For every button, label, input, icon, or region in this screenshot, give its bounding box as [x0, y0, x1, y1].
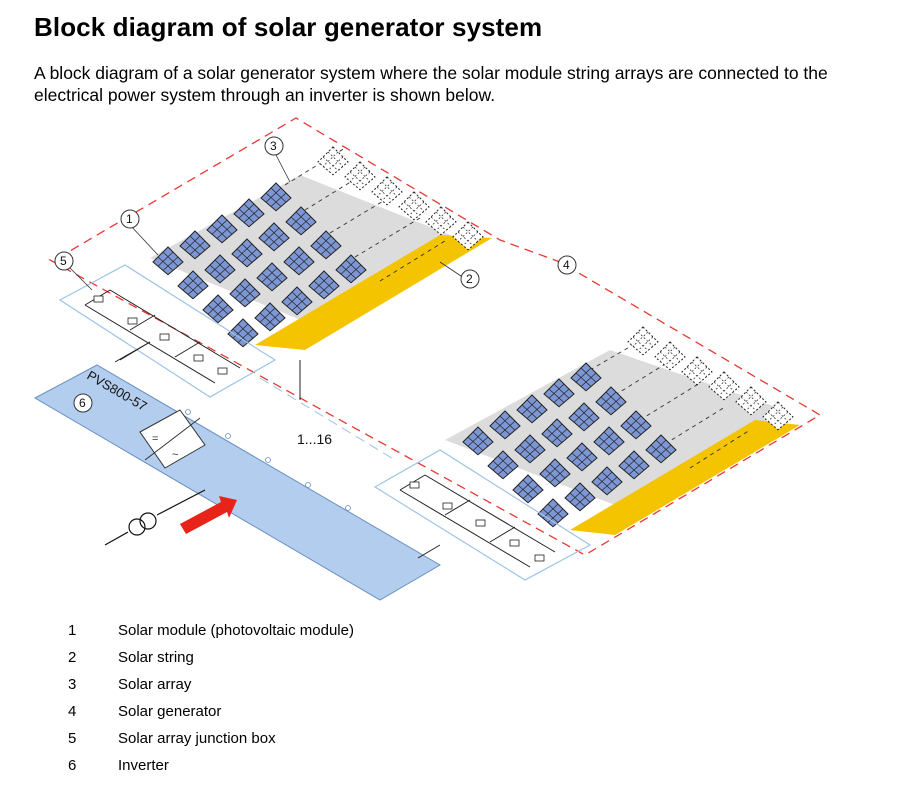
svg-text:3: 3	[270, 139, 277, 153]
solar-array-top	[150, 146, 492, 350]
solar-module-placeholder	[654, 341, 686, 371]
svg-text:1: 1	[126, 212, 133, 226]
solar-generator-outline	[48, 117, 822, 556]
callout-3	[264, 136, 284, 156]
solar-array-bottom	[445, 326, 800, 535]
solar-array-plane	[445, 350, 785, 505]
callout-1	[120, 209, 140, 229]
callout-6	[73, 393, 93, 413]
solar-module-placeholder	[398, 191, 430, 221]
callouts: 1 2 3 4 5 6	[54, 136, 577, 413]
array-count-label: 1...16	[297, 431, 332, 447]
solar-module	[202, 294, 234, 324]
solar-module-placeholder	[681, 356, 713, 386]
solar-module-placeholder	[344, 161, 376, 191]
solar-module-placeholder	[452, 221, 484, 251]
callout-2	[460, 269, 480, 289]
svg-text:~: ~	[172, 449, 178, 461]
solar-module-placeholder	[627, 326, 659, 356]
array-connection-dash	[259, 377, 396, 461]
solar-module-placeholder	[762, 401, 794, 431]
solar-module-placeholder	[317, 146, 349, 176]
svg-text:4: 4	[563, 258, 570, 272]
solar-generator-diagram: = ~ PVS800-57 1...16 1	[33, 117, 822, 601]
solar-module	[537, 498, 569, 528]
solar-array-plane	[150, 175, 475, 330]
intro-text: A block diagram of a solar generator sys…	[34, 63, 828, 105]
inverter: = ~ PVS800-57	[33, 364, 441, 601]
solar-module-placeholder	[708, 371, 740, 401]
junction-box-top	[58, 264, 277, 398]
module-group-bottom	[462, 326, 794, 528]
solar-string-strip	[570, 420, 800, 535]
svg-text:=: =	[152, 433, 158, 445]
svg-text:5: 5	[60, 254, 67, 268]
dc-cable	[114, 341, 441, 559]
solar-module-placeholder	[371, 176, 403, 206]
callout-5	[54, 251, 74, 271]
page-title: Block diagram of solar generator system	[34, 12, 543, 42]
module-group-top	[152, 146, 484, 348]
grid-output-arrow	[180, 496, 237, 534]
junction-box-bottom	[373, 449, 592, 581]
transformer	[104, 489, 206, 546]
callout-4	[557, 255, 577, 275]
svg-text:6: 6	[79, 396, 86, 410]
solar-module-placeholder	[735, 386, 767, 416]
solar-string-strip	[255, 235, 492, 350]
svg-text:2: 2	[466, 272, 473, 286]
solar-module-placeholder	[425, 206, 457, 236]
